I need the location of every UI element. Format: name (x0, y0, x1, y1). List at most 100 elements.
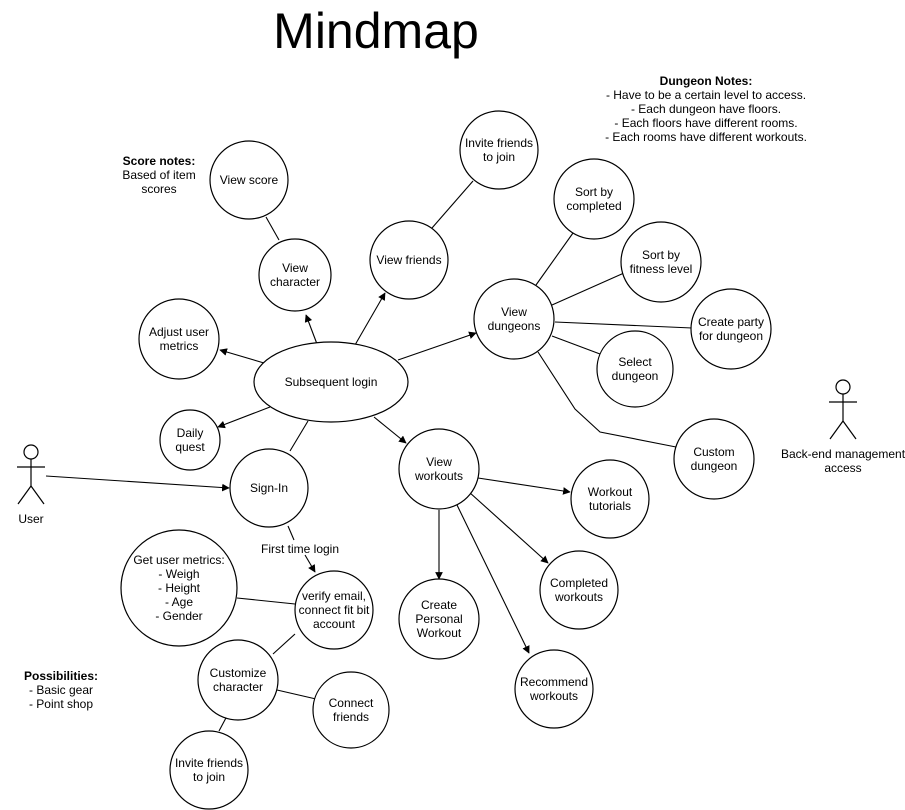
node-label-line: character (270, 275, 320, 289)
node-label-line: Subsequent login (285, 375, 378, 389)
node-label-line: dungeons (488, 319, 541, 333)
edge-dungeons-sort-fitness (551, 272, 625, 306)
actor-user-label: User (18, 512, 43, 526)
edge-dungeons-sort-completed (535, 232, 574, 286)
node-label-line: Customize (210, 666, 267, 680)
edge-user-sign-in (45, 475, 230, 492)
node-label-line: completed (566, 199, 621, 213)
node-label-line: View (501, 305, 527, 319)
note-line: - Point shop (29, 697, 93, 711)
node-label-line: to join (193, 770, 225, 784)
svg-text:Get user metrics:- Weigh- Heig: Get user metrics:- Weigh- Height- Age- G… (133, 553, 224, 623)
edge-workouts-tutorials (477, 477, 571, 495)
node-label-line: - Age (165, 595, 193, 609)
edge-dungeons-custom-dungeon (537, 351, 677, 448)
node-label-line: Select (618, 355, 652, 369)
node-label-line: metrics (160, 339, 199, 353)
node-label-line: fitness level (630, 262, 693, 276)
edge-label-first-time-login: First time login (261, 542, 339, 556)
diagram-title: Mindmap (273, 3, 479, 59)
node-label-line: Connect (329, 696, 374, 710)
node-label-line: Custom (693, 445, 734, 459)
node-label-line: Workout (588, 485, 633, 499)
node-label-line: quest (175, 440, 205, 454)
note-possibilities: Possibilities: - Basic gear- Point shop (24, 669, 98, 711)
node-label-line: workouts (414, 469, 463, 483)
node-label-line: Workout (417, 626, 462, 640)
note-line: - Each dungeon have floors. (631, 102, 781, 116)
note-line: scores (141, 182, 176, 196)
node-label-line: Get user metrics: (133, 553, 224, 567)
edge-login-sign-in (289, 420, 309, 452)
note-dungeon-lines: - Have to be a certain level to access.-… (605, 88, 807, 144)
node-label-line: Completed (550, 576, 608, 590)
node-label-line: - Weigh (158, 567, 199, 581)
edge-workouts-completed (468, 491, 549, 564)
note-line: access (824, 461, 861, 475)
note-line: - Have to be a certain level to access. (606, 88, 806, 102)
node-label-line: Recommend (520, 675, 588, 689)
svg-text:View friends: View friends (376, 253, 441, 267)
node-label-line: connect fit bit (299, 603, 370, 617)
node-view-score: View score (209, 140, 289, 220)
node-label-line: account (313, 617, 356, 631)
node-view-friends: View friends (369, 220, 449, 300)
node-label-line: dungeon (612, 369, 659, 383)
edge-workouts-recommend (456, 504, 530, 654)
svg-text:Sign-In: Sign-In (250, 481, 288, 495)
edge-login-view-workouts (373, 416, 407, 444)
node-label-line: - Height (158, 581, 201, 595)
node-label-line: for dungeon (699, 329, 763, 343)
node-label-line: Adjust user (149, 325, 209, 339)
node-label-line: Create (421, 598, 457, 612)
note-dungeon-heading: Dungeon Notes: (660, 74, 753, 88)
node-label-line: View score (220, 173, 279, 187)
note-line: - Each floors have different rooms. (614, 116, 797, 130)
svg-text:View score: View score (220, 173, 279, 187)
node-label-line: Daily (177, 426, 204, 440)
edge-login-view-dungeons (397, 331, 477, 361)
node-label-line: Personal (415, 612, 462, 626)
node-label-line: View (426, 455, 452, 469)
note-line: Based of item (122, 168, 195, 182)
node-label-line: tutorials (589, 499, 631, 513)
stick-figure-icon (17, 444, 45, 505)
edge-first-login-verify-email (304, 554, 316, 573)
node-label-line: Sort by (575, 185, 613, 199)
node-label-line: - Gender (155, 609, 202, 623)
edge-verify-customize (272, 633, 296, 655)
edge-view-score-view-character (265, 216, 280, 241)
node-label-line: Sign-In (250, 481, 288, 495)
edges (45, 180, 693, 732)
note-score-heading: Score notes: (123, 154, 196, 168)
note-dungeon: Dungeon Notes: - Have to be a certain le… (605, 74, 807, 144)
edge-login-daily-quest (217, 406, 271, 429)
